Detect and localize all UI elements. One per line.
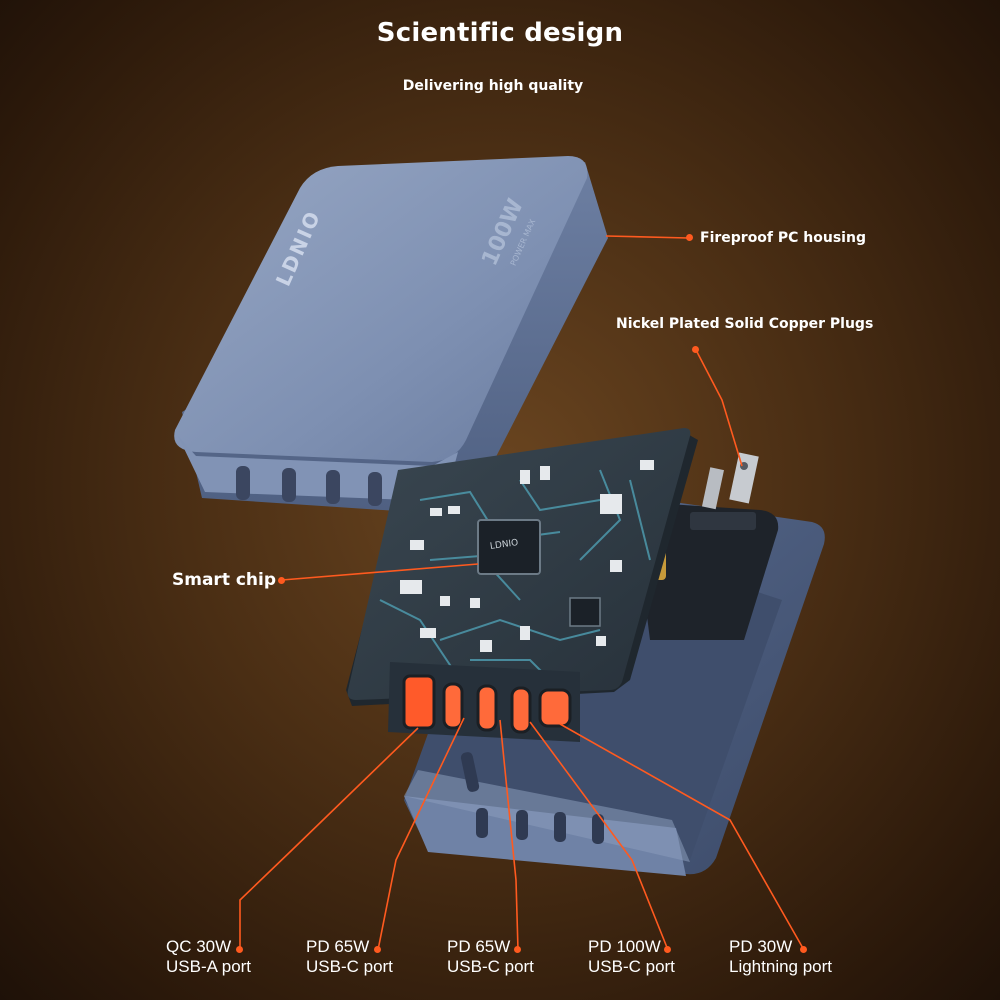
circuit-board xyxy=(346,428,698,706)
port-dot-3 xyxy=(514,946,521,953)
top-housing xyxy=(174,156,608,512)
output-ports xyxy=(388,662,580,742)
plugs-callout-label: Nickel Plated Solid Copper Plugs xyxy=(616,316,874,332)
port-power: PD 65W xyxy=(447,937,511,956)
port-power: PD 30W xyxy=(729,937,793,956)
port-power: PD 65W xyxy=(306,937,370,956)
port-label-5: PD 30W Lightning port xyxy=(729,937,832,977)
port-label-3: PD 65W USB-C port xyxy=(447,937,534,977)
chip-callout-dot xyxy=(278,577,285,584)
port-type: USB-A port xyxy=(166,957,252,976)
chip-callout-label: Smart chip xyxy=(172,570,277,590)
bottom-vents xyxy=(476,808,604,844)
page-title: Scientific design xyxy=(376,18,624,48)
port-dot-1 xyxy=(236,946,243,953)
port-label-1: QC 30W USB-A port xyxy=(166,937,251,977)
plugs-callout-dot xyxy=(692,346,699,353)
housing-callout-label: Fireproof PC housing xyxy=(700,230,866,246)
port-dot-4 xyxy=(664,946,671,953)
port-dot-5 xyxy=(800,946,807,953)
port-type: Lightning port xyxy=(729,957,833,976)
port-label-2: PD 65W USB-C port xyxy=(306,937,393,977)
port-power: PD 100W xyxy=(588,937,661,956)
housing-callout-dot xyxy=(686,234,693,241)
port-label-4: PD 100W USB-C port xyxy=(588,937,675,977)
port-type: USB-C port xyxy=(447,957,534,976)
port-dot-2 xyxy=(374,946,381,953)
callout-lines xyxy=(239,235,805,951)
port-power: QC 30W xyxy=(166,937,232,956)
port-type: USB-C port xyxy=(588,957,675,976)
port-type: USB-C port xyxy=(306,957,393,976)
page-subtitle: Delivering high quality xyxy=(402,78,584,94)
smart-chip-icon xyxy=(477,519,541,575)
